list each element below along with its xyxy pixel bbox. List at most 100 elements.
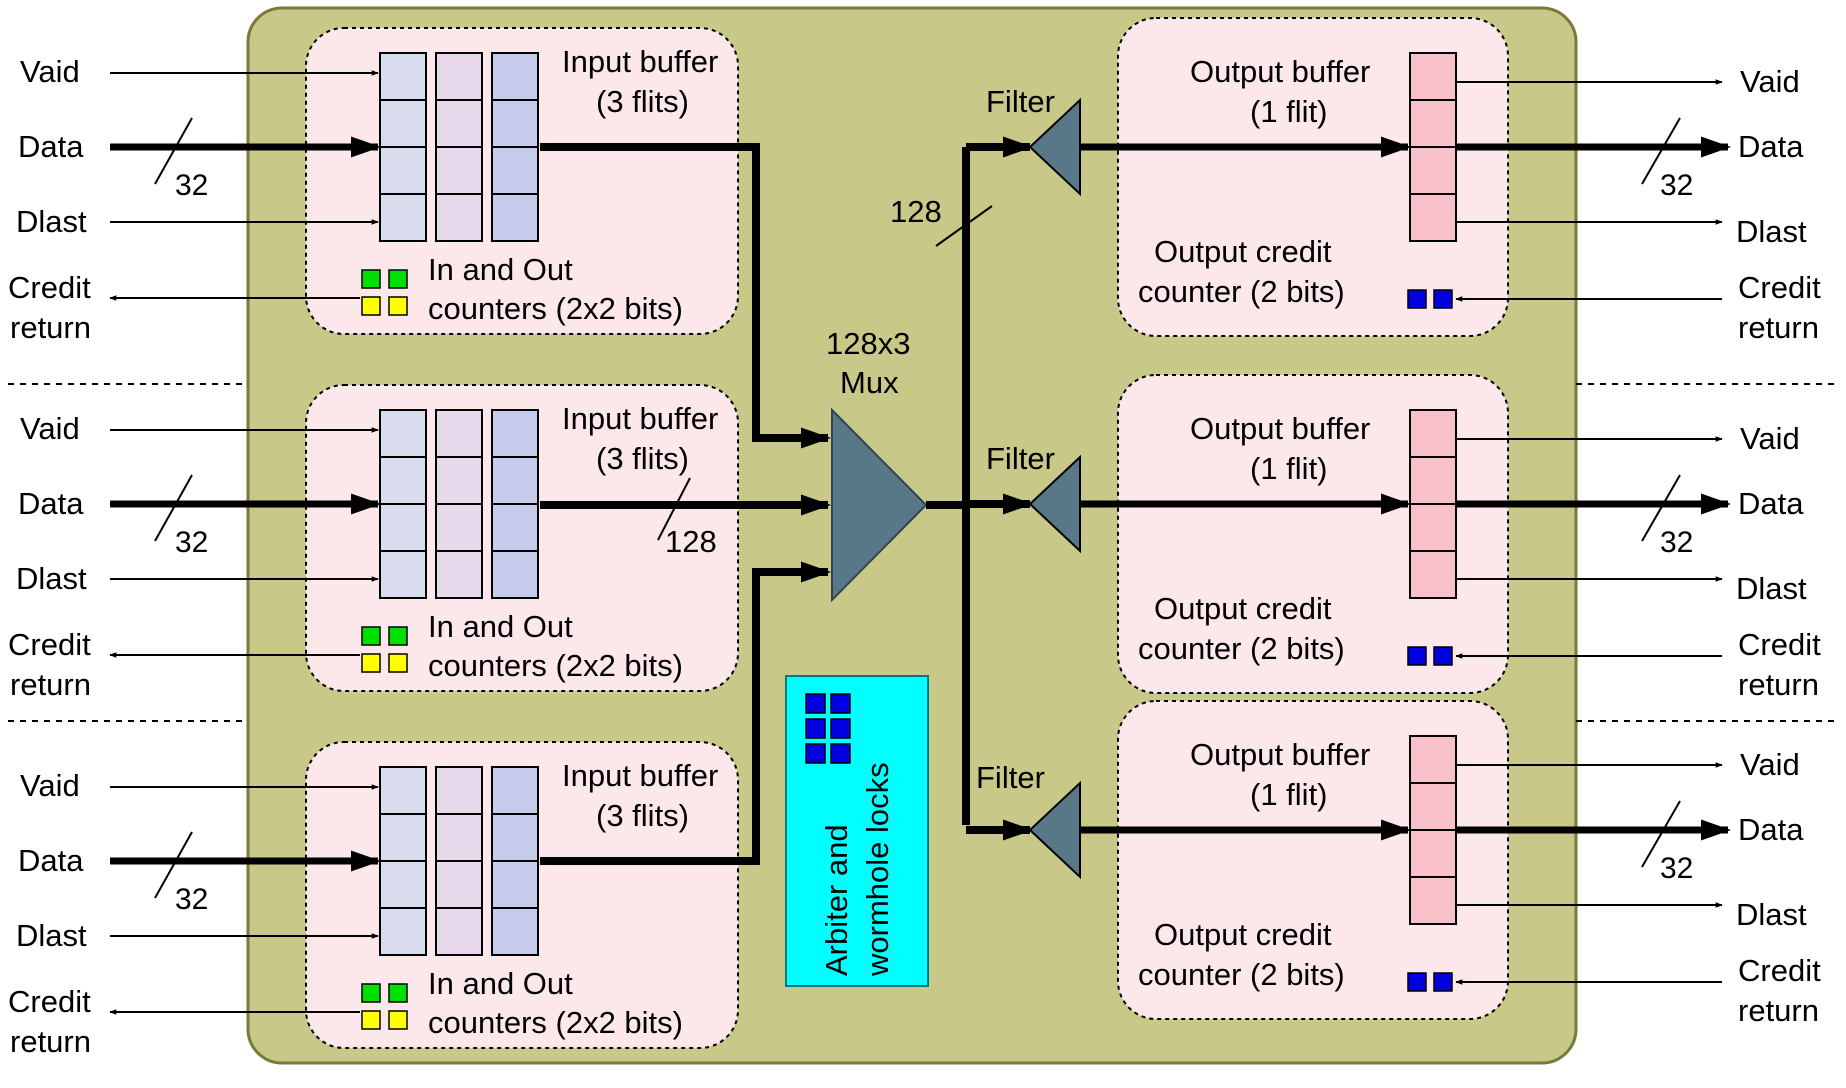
- input-counter-label-line2: counters (2x2 bits): [428, 648, 683, 683]
- width-tick: [1641, 474, 1681, 542]
- output-credit-label-line1: Credit: [1738, 270, 1821, 305]
- output-credit-label-line1: Credit: [1738, 953, 1821, 988]
- output-buffer-cells: [1409, 52, 1457, 242]
- output-buffer-label-line2: (1 flit): [1250, 777, 1328, 812]
- input-fifo-column: [491, 766, 539, 956]
- input-fifo-column: [491, 409, 539, 599]
- bus-in-1: [540, 143, 831, 449]
- input-fifo-column: [435, 52, 483, 242]
- output-counter-label-line1: Output credit: [1154, 917, 1332, 952]
- width-tick: [1641, 800, 1681, 868]
- input-fifo-column: [379, 766, 427, 956]
- input-buffer-label-line2: (3 flits): [596, 441, 689, 476]
- input-fifo-column: [491, 52, 539, 242]
- input-counter-label-line2: counters (2x2 bits): [428, 291, 683, 326]
- output-dlast-label: Dlast: [1736, 571, 1807, 606]
- mux-label-line2: Mux: [840, 365, 899, 400]
- input-data-label: Data: [18, 129, 84, 164]
- input-buffer-label-line1: Input buffer: [562, 758, 718, 793]
- output-counter-label-line2: counter (2 bits): [1138, 274, 1345, 309]
- output-credit-label-line2: return: [1738, 667, 1819, 702]
- credit-counter-icon: [1407, 646, 1453, 666]
- input-data-width: 32: [175, 883, 208, 916]
- output-port-3: Filter Output buffer (1 flit) Output credit…: [966, 700, 1821, 1028]
- output-credit-label-line1: Credit: [1738, 627, 1821, 662]
- output-dlast-label: Dlast: [1736, 214, 1807, 249]
- input-data-label: Data: [18, 843, 84, 878]
- input-data-width: 32: [175, 169, 208, 202]
- output-port-2: Filter Output buffer (1 flit) Output credit…: [966, 374, 1821, 702]
- input-credit-label-line2: return: [10, 310, 91, 345]
- arbiter-lock-grid: [805, 693, 851, 764]
- output-buffer-cells: [1409, 735, 1457, 925]
- bus-width-tick-out: [935, 205, 993, 247]
- credit-counter-icon: [1407, 289, 1453, 309]
- output-data-label: Data: [1738, 129, 1804, 164]
- width-tick: [154, 831, 193, 899]
- input-counter-label-line1: In and Out: [428, 252, 573, 287]
- output-valid-label: Vaid: [1740, 747, 1800, 782]
- output-credit-label-line2: return: [1738, 993, 1819, 1028]
- bus-width-out-label: 128: [890, 194, 942, 229]
- input-dlast-label: Dlast: [16, 204, 87, 239]
- input-counter-label-line2: counters (2x2 bits): [428, 1005, 683, 1040]
- mux-label-line1: 128x3: [826, 326, 910, 361]
- input-buffer-label-line2: (3 flits): [596, 84, 689, 119]
- in-out-counter-icon: [361, 269, 408, 316]
- output-buffer-label-line1: Output buffer: [1190, 737, 1370, 772]
- in-out-counter-icon: [361, 626, 408, 673]
- filter-label: Filter: [986, 441, 1055, 476]
- output-credit-label-line2: return: [1738, 310, 1819, 345]
- input-fifo-column: [435, 766, 483, 956]
- input-valid-label: Vaid: [20, 54, 80, 89]
- input-credit-label-line2: return: [10, 667, 91, 702]
- output-valid-label: Vaid: [1740, 64, 1800, 99]
- input-counter-label-line1: In and Out: [428, 609, 573, 644]
- arbiter-label-line2: wormhole locks: [860, 762, 895, 977]
- output-buffer-label-line2: (1 flit): [1250, 451, 1328, 486]
- width-tick: [154, 474, 193, 542]
- output-data-label: Data: [1738, 812, 1804, 847]
- input-data-width: 32: [175, 526, 208, 559]
- output-valid-label: Vaid: [1740, 421, 1800, 456]
- input-dlast-label: Dlast: [16, 561, 87, 596]
- output-data-width: 32: [1660, 169, 1693, 202]
- input-credit-label-line2: return: [10, 1024, 91, 1059]
- input-fifo-column: [379, 52, 427, 242]
- output-buffer-label-line1: Output buffer: [1190, 411, 1370, 446]
- bus-in-3: [540, 561, 831, 865]
- output-buffer-cells: [1409, 409, 1457, 599]
- input-buffer-label-line1: Input buffer: [562, 44, 718, 79]
- in-out-counter-icon: [361, 983, 408, 1030]
- output-buffer-label-line1: Output buffer: [1190, 54, 1370, 89]
- filter-label: Filter: [986, 84, 1055, 119]
- input-fifo-column: [435, 409, 483, 599]
- input-valid-label: Vaid: [20, 411, 80, 446]
- output-counter-label-line1: Output credit: [1154, 591, 1332, 626]
- input-credit-label-line1: Credit: [8, 270, 91, 305]
- input-counter-label-line1: In and Out: [428, 966, 573, 1001]
- width-tick: [1641, 117, 1681, 185]
- width-tick: [154, 117, 193, 185]
- filter-label: Filter: [976, 760, 1045, 795]
- output-data-label: Data: [1738, 486, 1804, 521]
- output-counter-label-line2: counter (2 bits): [1138, 631, 1345, 666]
- output-counter-label-line1: Output credit: [1154, 234, 1332, 269]
- input-buffer-label-line1: Input buffer: [562, 401, 718, 436]
- input-buffer-label-line2: (3 flits): [596, 798, 689, 833]
- input-data-label: Data: [18, 486, 84, 521]
- output-data-width: 32: [1660, 852, 1693, 885]
- output-counter-label-line2: counter (2 bits): [1138, 957, 1345, 992]
- input-credit-label-line1: Credit: [8, 984, 91, 1019]
- output-dlast-label: Dlast: [1736, 897, 1807, 932]
- arbiter-label-line1: Arbiter and: [819, 824, 854, 976]
- bus-width-in-label: 128: [665, 524, 717, 559]
- credit-counter-icon: [1407, 972, 1453, 992]
- bus-width-tick: [657, 477, 691, 541]
- input-dlast-label: Dlast: [16, 918, 87, 953]
